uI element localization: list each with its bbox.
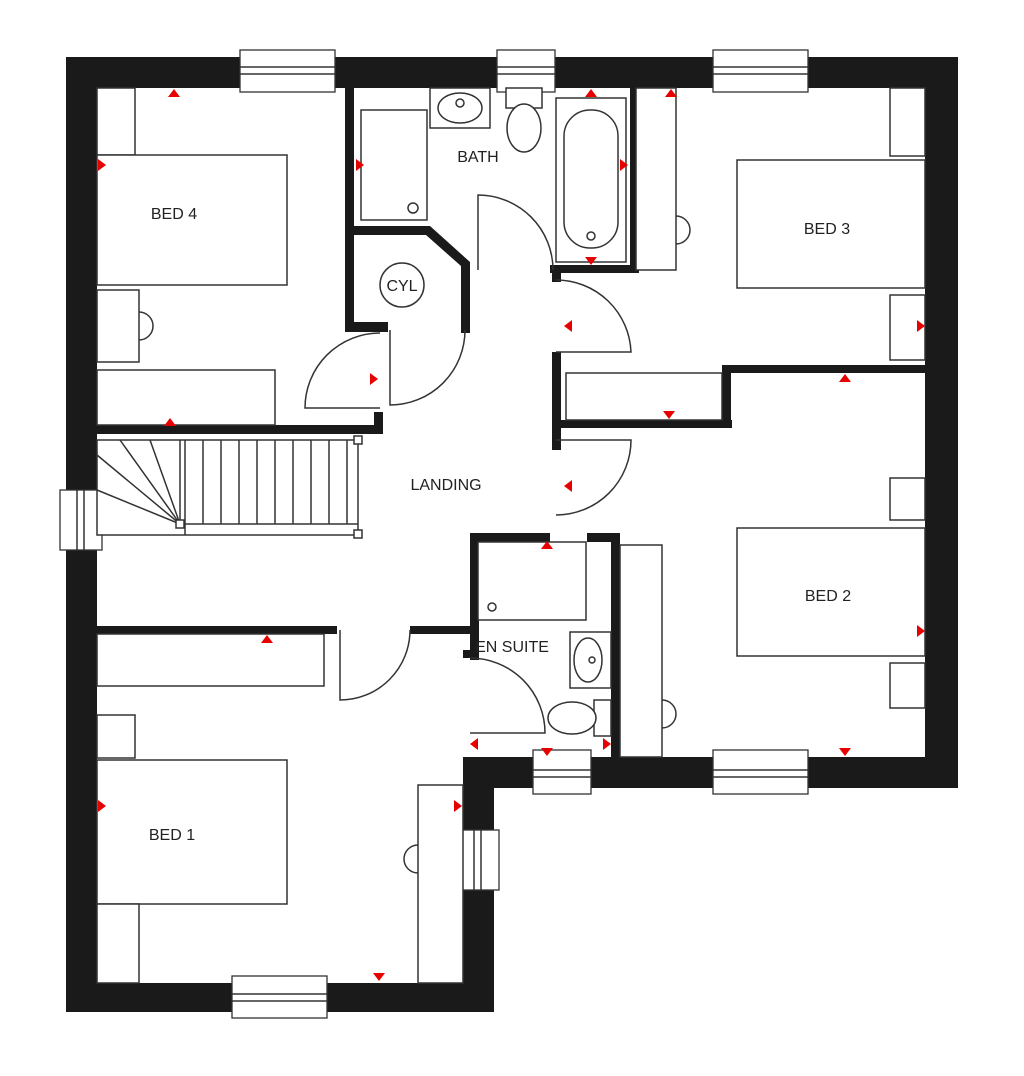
bed2-furniture [619,477,926,758]
room-label-cyl: CYL [386,278,417,295]
staircase [96,435,363,539]
door-bed1 [339,629,411,701]
socket-marker-icon [564,480,572,492]
socket-marker-icon [470,738,478,750]
socket-marker-icon [370,373,378,385]
socket-marker-icon [585,89,597,97]
socket-marker-icon [164,418,176,426]
socket-marker-icon [98,800,106,812]
room-label-landing: LANDING [410,477,481,494]
room-label-bath: BATH [457,149,498,166]
bed4-furniture [96,87,288,426]
socket-marker-icon [665,89,677,97]
window-en-suite [532,749,592,795]
door-en-suite [469,657,546,734]
socket-marker-icon [603,738,611,750]
socket-marker-icon [541,541,553,549]
socket-markers [98,89,925,981]
socket-marker-icon [663,411,675,419]
socket-marker-icon [98,159,106,171]
doors [304,194,632,734]
bed1-furniture [96,633,464,984]
window-bed1-side [456,829,500,891]
window-bath [496,49,556,93]
socket-marker-icon [454,800,462,812]
window-landing [59,489,103,551]
door-cyl [389,329,466,406]
window-bed1-front [231,975,328,1019]
socket-marker-icon [373,973,385,981]
socket-marker-icon [917,320,925,332]
windows [59,49,809,1019]
room-label-bed3: BED 3 [804,221,850,238]
door-bath [477,194,554,271]
socket-marker-icon [261,635,273,643]
room-label-bed2: BED 2 [805,588,851,605]
window-bed2 [712,749,809,795]
socket-marker-icon [564,320,572,332]
socket-marker-icon [541,748,553,756]
socket-marker-icon [356,159,364,171]
socket-marker-icon [917,625,925,637]
socket-marker-icon [168,89,180,97]
bed3-furniture [565,87,926,421]
socket-marker-icon [585,257,597,265]
room-label-en-suite: EN SUITE [475,639,549,656]
bathroom-fixtures [360,87,627,263]
door-bed2 [555,439,632,516]
door-bed3 [555,279,632,353]
socket-marker-icon [620,159,628,171]
en-suite-fixtures [477,541,612,737]
socket-marker-icon [839,748,851,756]
room-label-bed1: BED 1 [149,827,195,844]
window-bed3 [712,49,809,93]
window-bed4 [239,49,336,93]
door-bed4 [304,332,381,409]
room-labels: BED 4 BATH CYL BED 3 LANDING BED 2 EN SU… [149,149,851,844]
cylinder [379,262,425,308]
socket-marker-icon [839,374,851,382]
internal-walls [97,88,925,757]
room-label-bed4: BED 4 [151,206,197,223]
